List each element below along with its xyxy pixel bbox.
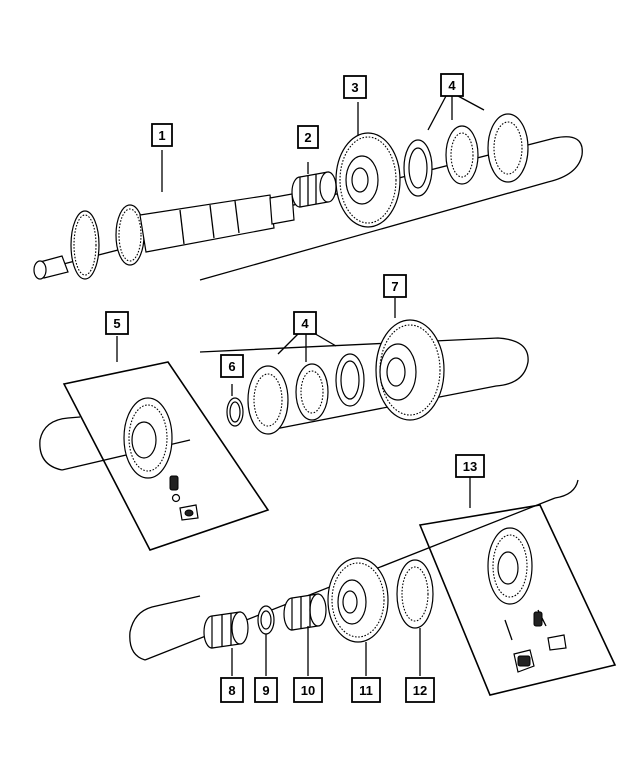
callout-4-middle: 4 [293, 311, 317, 335]
callout-label-2: 2 [304, 130, 311, 145]
callout-label-3: 3 [351, 80, 358, 95]
callout-label-4-upper: 4 [448, 78, 456, 93]
main-shaft [33, 193, 295, 280]
callout-label-1: 1 [158, 128, 165, 143]
synchro-rings-middle [247, 353, 365, 435]
callout-label-10: 10 [301, 683, 315, 698]
synchro-rings-upper [403, 113, 529, 197]
needle-bearing-2 [291, 171, 337, 208]
needle-bearing-10 [283, 593, 327, 631]
callout-1: 1 [151, 123, 173, 147]
callout-4-upper: 4 [440, 73, 464, 97]
gear-3 [335, 132, 401, 228]
callout-label-5: 5 [113, 316, 120, 331]
gear-11 [327, 557, 389, 643]
gear-7 [375, 319, 445, 421]
callout-label-9: 9 [262, 683, 269, 698]
synchronizer-panel-13 [418, 504, 617, 696]
snap-ring-6 [226, 397, 244, 427]
callout-6: 6 [220, 354, 244, 378]
callout-label-7: 7 [391, 279, 398, 294]
synchro-ring-12 [396, 559, 434, 629]
callout-label-11: 11 [359, 683, 373, 698]
callout-label-12: 12 [413, 683, 427, 698]
callout-5: 5 [105, 311, 129, 335]
synchronizer-panel-5 [62, 361, 270, 551]
callout-label-6: 6 [228, 359, 235, 374]
needle-bearing-8 [203, 611, 249, 649]
washer-9 [257, 605, 275, 635]
callout-13: 13 [455, 454, 485, 478]
callout-12: 12 [405, 677, 435, 703]
callout-label-4-middle: 4 [301, 316, 309, 331]
callouts: 1 2 3 4 5 6 4 7 [105, 73, 485, 703]
callout-11: 11 [351, 677, 381, 703]
callout-2: 2 [297, 125, 319, 149]
callout-label-8: 8 [228, 683, 235, 698]
callout-label-13: 13 [463, 459, 477, 474]
callout-7: 7 [383, 274, 407, 298]
callout-10: 10 [293, 677, 323, 703]
callout-3: 3 [343, 75, 367, 99]
callout-8: 8 [220, 677, 244, 703]
callout-9: 9 [254, 677, 278, 703]
